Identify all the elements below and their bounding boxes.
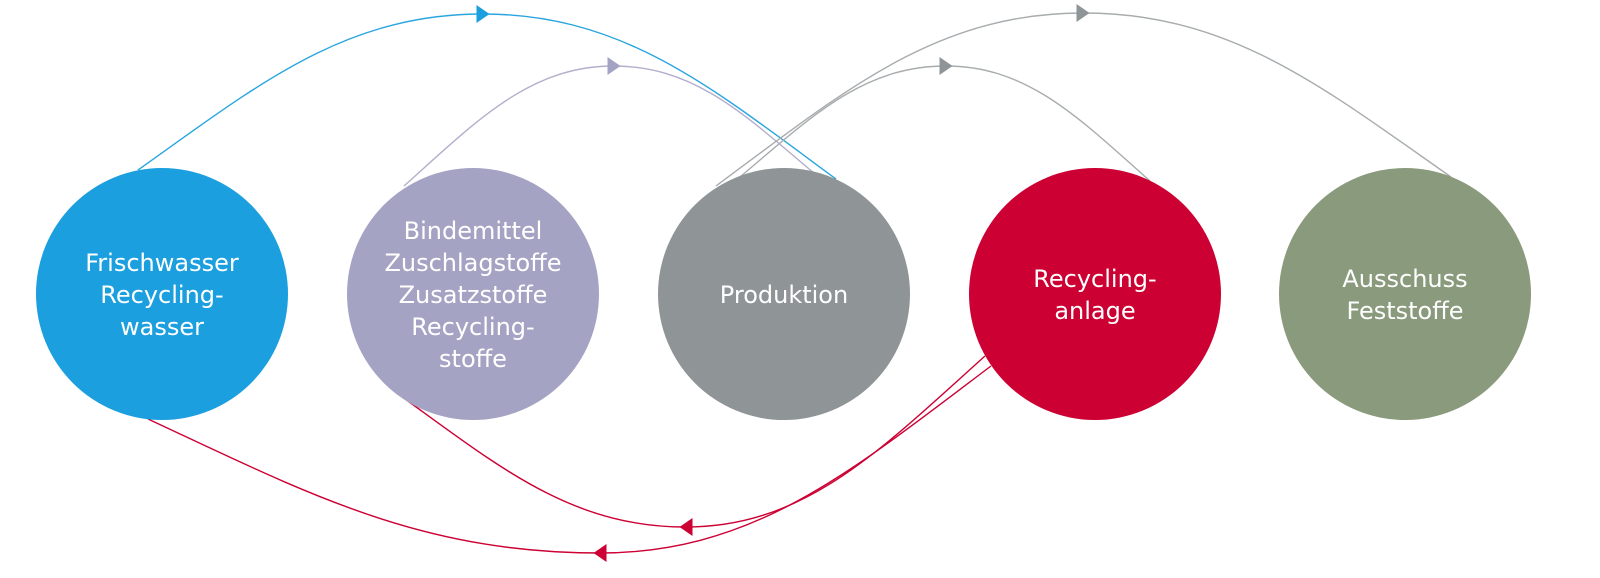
node-label-line: Ausschuss [1342, 265, 1467, 293]
node-label-line: Frischwasser [85, 249, 239, 277]
arrowhead-right-icon [939, 57, 953, 75]
nodes-layer: FrischwasserRecycling-wasserBindemittelZ… [36, 168, 1531, 420]
arrowhead-right-icon [607, 57, 621, 75]
flow-arc-recyclinganlage-to-frischwasser [147, 365, 992, 554]
arrowhead-left-icon [679, 518, 693, 536]
arrowhead-right-icon [1076, 4, 1090, 22]
node-label-line: Recycling- [1033, 265, 1156, 293]
flow-arc-bindemittel-to-produktion [403, 65, 816, 187]
node-label-line: Zuschlagstoffe [384, 249, 561, 277]
edges-layer [137, 4, 1452, 562]
node-bindemittel: BindemittelZuschlagstoffeZusatzstoffeRec… [347, 168, 599, 420]
node-label-line: stoffe [439, 345, 507, 373]
node-circle-bindemittel [347, 168, 599, 420]
node-recyclinganlage: Recycling-anlage [969, 168, 1221, 420]
node-circle-ausschuss [1279, 168, 1531, 420]
node-circle-frischwasser [36, 168, 288, 420]
node-circle-produktion [658, 168, 910, 420]
flow-arc-produktion-to-ausschuss [715, 12, 1452, 187]
flow-arc-frischwasser-to-produktion [137, 13, 837, 180]
node-produktion: Produktion [658, 168, 910, 420]
node-circle-recyclinganlage [969, 168, 1221, 420]
node-label-line: anlage [1054, 297, 1135, 325]
node-label-line: Produktion [720, 281, 848, 309]
arrowhead-left-icon [593, 544, 607, 562]
node-label-line: Recycling- [411, 313, 534, 341]
node-label-line: wasser [120, 313, 204, 341]
node-label-line: Bindemittel [404, 217, 543, 245]
node-label-line: Recycling- [100, 281, 223, 309]
node-label-line: Zusatzstoffe [399, 281, 548, 309]
node-label-line: Feststoffe [1346, 297, 1463, 325]
arrowhead-right-icon [476, 5, 490, 23]
